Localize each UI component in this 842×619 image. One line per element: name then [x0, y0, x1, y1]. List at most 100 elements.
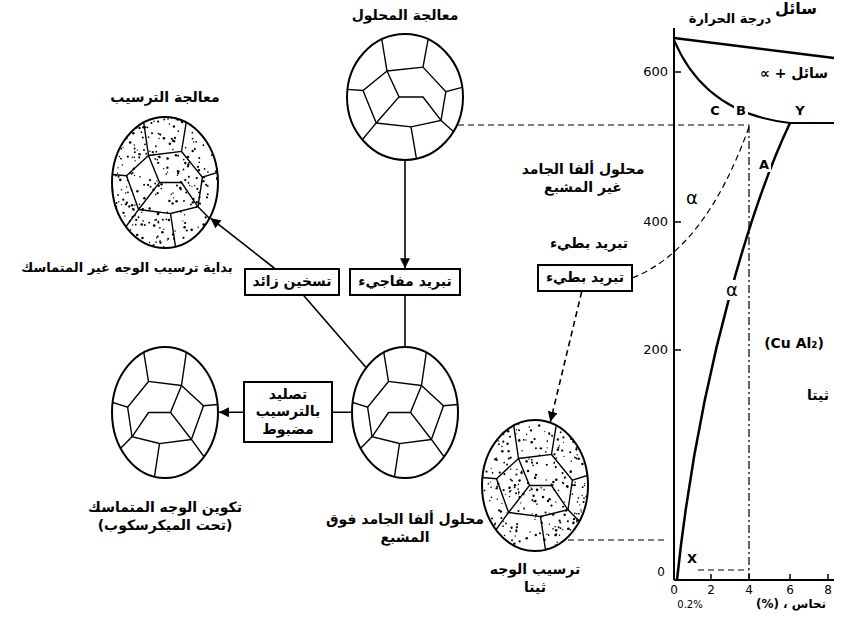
precipitate-dot — [169, 142, 172, 145]
precipitate-dot — [515, 473, 517, 475]
precipitate-dot — [501, 544, 503, 546]
precipitate-dot — [484, 490, 486, 492]
precipitate-dot — [539, 532, 541, 534]
tick-label: 0.2% — [672, 599, 708, 610]
microstructure-circle: ترسيب الوجه ثيتا — [480, 418, 590, 553]
precipitate-dot — [209, 134, 211, 136]
precipitate-dot — [138, 127, 140, 129]
region-label: سائل + ∝ — [756, 66, 832, 81]
precipitate-dot — [500, 517, 502, 519]
precipitate-dot — [119, 179, 122, 182]
precipitate-dot — [490, 546, 492, 548]
precipitate-dot — [504, 535, 506, 537]
precipitate-dot — [574, 484, 576, 486]
precipitate-dot — [518, 439, 521, 442]
precipitate-dot — [543, 538, 546, 541]
precipitate-dot — [555, 501, 556, 502]
precipitate-dot — [191, 150, 193, 152]
precipitate-dot — [110, 225, 111, 227]
precipitate-dot — [202, 240, 204, 242]
precipitate-dot — [136, 190, 138, 192]
precipitate-dot — [526, 460, 528, 462]
precipitate-dot — [182, 247, 184, 249]
precipitate-dot — [149, 179, 151, 181]
precipitate-dot — [195, 246, 197, 248]
precipitate-dot — [124, 125, 125, 126]
grain-boundary — [399, 97, 441, 120]
precipitate-dot — [183, 169, 185, 171]
precipitate-dot — [122, 164, 124, 166]
precipitate-dot — [495, 551, 497, 553]
grain-boundary — [139, 156, 160, 210]
leader-line — [568, 539, 668, 540]
grain-boundary — [372, 413, 411, 437]
precipitate-dot — [501, 446, 503, 448]
leader-line — [458, 124, 749, 125]
precipitate-dot — [166, 218, 168, 220]
precipitate-dot — [172, 233, 174, 235]
precipitate-dot — [133, 168, 135, 170]
precipitate-dot — [487, 542, 489, 544]
precipitate-dot — [506, 512, 507, 513]
precipitate-dot — [562, 482, 564, 484]
precipitate-dot — [494, 423, 496, 425]
precipitate-dot — [518, 429, 520, 431]
precipitate-dot — [189, 185, 190, 186]
precipitate-dot — [212, 117, 214, 119]
precipitate-dot — [514, 484, 516, 486]
precipitate-dot — [488, 438, 490, 440]
precipitate-dot — [121, 204, 122, 205]
process-arrow — [304, 296, 366, 367]
precipitate-dot — [542, 496, 545, 499]
precipitate-dot — [142, 136, 144, 138]
precipitate-dot — [153, 120, 155, 122]
precipitate-dot — [209, 123, 210, 124]
precipitate-dot — [569, 451, 571, 453]
precipitate-dot — [169, 123, 171, 125]
precipitate-dot — [193, 242, 195, 244]
precipitate-dot — [196, 177, 198, 179]
precipitate-dot — [554, 463, 555, 464]
axis-tick — [674, 221, 681, 223]
grain-ground — [352, 347, 458, 478]
stage-caption: ترسيب الوجه ثيتا — [485, 560, 585, 596]
precipitate-dot — [197, 166, 199, 168]
precipitate-dot — [571, 418, 573, 420]
precipitate-dot — [552, 513, 555, 516]
precipitate-dot — [184, 162, 186, 164]
precipitate-dot — [173, 125, 175, 127]
precipitate-dot — [547, 500, 549, 502]
precipitate-dot — [506, 463, 508, 465]
precipitate-dot — [200, 245, 201, 246]
grain-structure — [110, 345, 220, 480]
precipitate-dot — [554, 462, 556, 464]
precipitate-dot — [555, 529, 558, 532]
precipitate-dot — [113, 135, 115, 137]
precipitate-dot — [134, 214, 136, 216]
grain-boundary — [411, 386, 432, 440]
precipitate-dot — [507, 450, 509, 452]
precipitate-dot — [155, 151, 157, 153]
precipitate-dot — [498, 509, 500, 511]
precipitate-dot — [578, 419, 580, 421]
circle-outline — [482, 420, 588, 551]
precipitate-dot — [180, 211, 182, 213]
cooling-path — [632, 127, 749, 278]
precipitate-dot — [118, 201, 119, 202]
precipitate-dot — [581, 463, 584, 466]
precipitate-dot — [553, 453, 555, 455]
axis-title: نحاس ، (%) — [748, 598, 834, 611]
precipitate-dot — [188, 162, 189, 163]
precipitate-dot — [572, 430, 574, 432]
precipitate-dot — [576, 519, 578, 521]
precipitate-dot — [545, 479, 547, 481]
grain-ground — [112, 117, 218, 248]
precipitate-dot — [154, 158, 156, 160]
precipitate-dot — [506, 442, 508, 444]
precipitate-dot — [131, 204, 133, 206]
precipitate-dot — [204, 248, 206, 250]
precipitate-dot — [557, 438, 559, 440]
circle-outline — [112, 347, 218, 478]
precipitate-dot — [217, 117, 219, 119]
precipitate-dot — [585, 418, 586, 419]
